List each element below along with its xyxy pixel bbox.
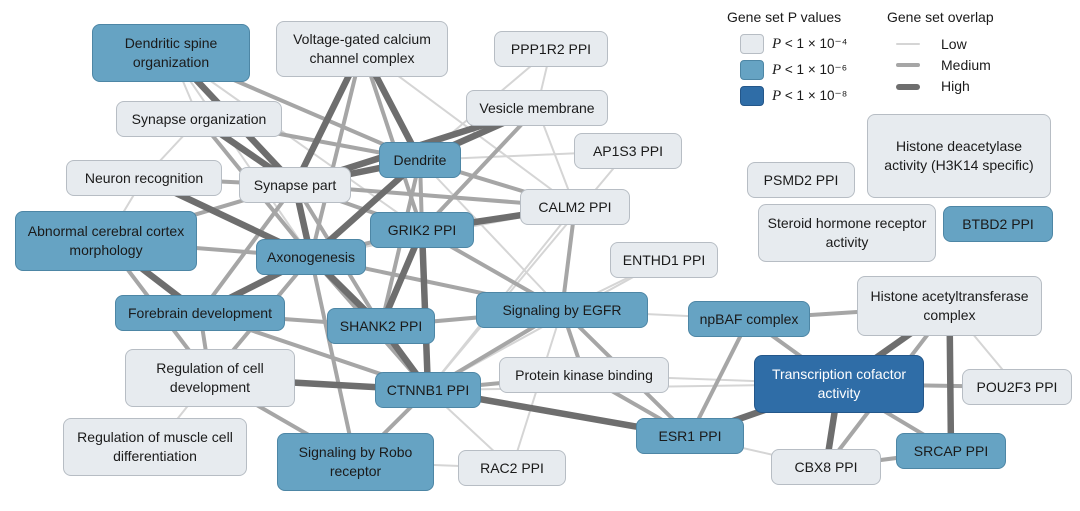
legend-swatch-level2 (740, 60, 764, 80)
node-egfr: Signaling by EGFR (476, 292, 648, 328)
legend-overlap-low: Low (941, 36, 967, 52)
node-neurec: Neuron recognition (66, 160, 222, 196)
legend-swatch-level3 (740, 86, 764, 106)
edge-synpart-forebr (198, 183, 297, 315)
node-pou2f3: POU2F3 PPI (962, 369, 1072, 405)
node-ap1s3: AP1S3 PPI (574, 133, 682, 169)
node-hat: Histone acetyltransferase complex (857, 276, 1042, 336)
edge-esr1-npbaf (688, 317, 751, 438)
edge-dsp-grik2 (170, 52, 423, 231)
edge-dsp-axon (170, 52, 312, 258)
node-btbd2: BTBD2 PPI (943, 206, 1053, 242)
node-ctnnb1: CTNNB1 PPI (375, 372, 481, 408)
node-dsp: Dendritic spine organization (92, 24, 250, 82)
legend-pvalue-label-1: P < 1 × 10⁻⁴ (772, 36, 848, 52)
node-cbx8: CBX8 PPI (771, 449, 881, 485)
node-vgcc: Voltage-gated calcium channel complex (276, 21, 448, 77)
legend-pvalue-label-2: P < 1 × 10⁻⁶ (772, 62, 848, 78)
node-forebr: Forebrain development (115, 295, 285, 331)
node-psmd2: PSMD2 PPI (747, 162, 855, 198)
edge-dend-egfr (419, 159, 563, 311)
legend-swatch-level1 (740, 34, 764, 54)
node-rac2: RAC2 PPI (458, 450, 566, 486)
node-vesmem: Vesicle membrane (466, 90, 608, 126)
node-shr: Steroid hormone receptor activity (758, 204, 936, 262)
node-ppp1r2: PPP1R2 PPI (494, 31, 608, 67)
node-axon: Axonogenesis (256, 239, 366, 275)
node-esr1: ESR1 PPI (636, 418, 744, 454)
legend-line-high (896, 84, 920, 90)
node-regmus: Regulation of muscle cell differentiatio… (63, 418, 247, 476)
legend-line-low (896, 43, 920, 45)
legend-overlap-title: Gene set overlap (887, 9, 994, 25)
node-robo: Signaling by Robo receptor (277, 433, 434, 491)
node-pkb: Protein kinase binding (499, 357, 669, 393)
node-enthd1: ENTHD1 PPI (610, 242, 718, 278)
legend-overlap-medium: Medium (941, 57, 991, 73)
node-shank2: SHANK2 PPI (327, 308, 435, 344)
node-calm2: CALM2 PPI (520, 189, 630, 225)
node-acc: Abnormal cerebral cortex morphology (15, 211, 197, 271)
legend-overlap-high: High (941, 78, 970, 94)
edge-vesmem-grik2 (420, 106, 539, 232)
legend-line-medium (896, 63, 920, 67)
legend-pvalues-title: Gene set P values (727, 9, 842, 25)
legend-pvalue-label-3: P < 1 × 10⁻⁸ (772, 88, 848, 104)
node-grik2: GRIK2 PPI (370, 212, 474, 248)
node-synpart: Synapse part (239, 167, 351, 203)
node-dend: Dendrite (379, 142, 461, 178)
node-tca: Transcription cofactor activity (754, 355, 924, 413)
node-synorg: Synapse organization (116, 101, 282, 137)
node-regcell: Regulation of cell development (125, 349, 295, 407)
node-hdac: Histone deacetylase activity (H3K14 spec… (867, 114, 1051, 198)
node-npbaf: npBAF complex (688, 301, 810, 337)
node-srcap: SRCAP PPI (896, 433, 1006, 469)
